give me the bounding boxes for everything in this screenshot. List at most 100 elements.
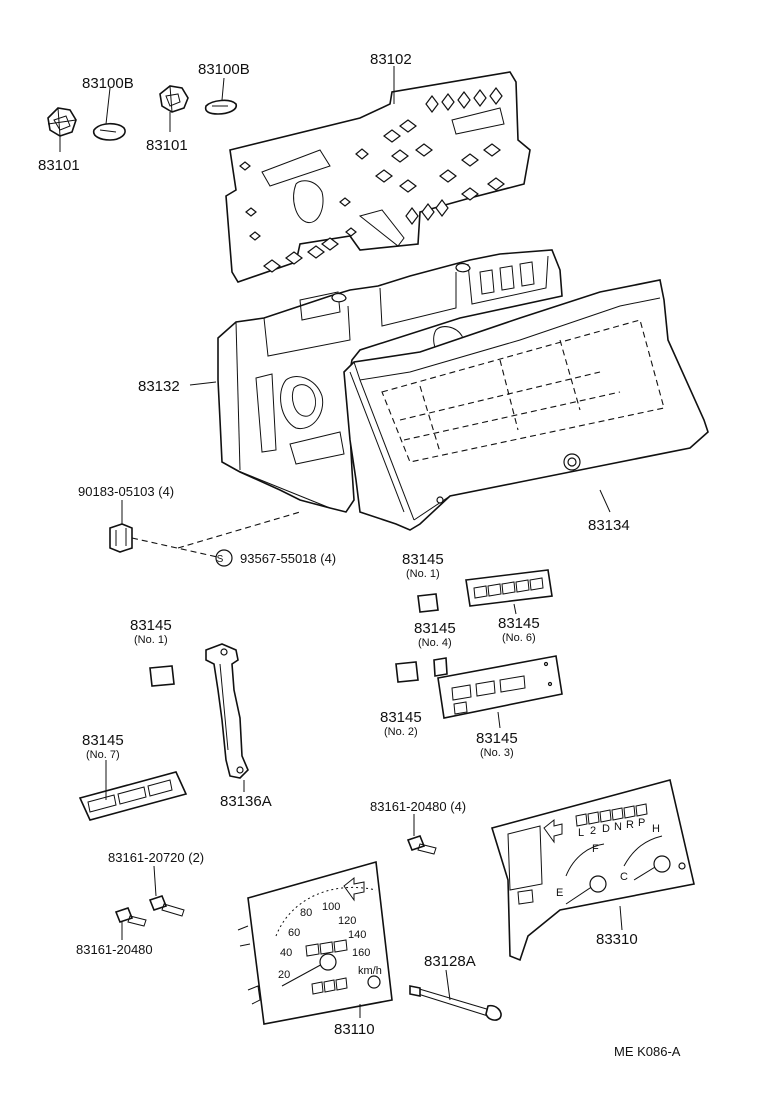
speed-mark-160: 160 [352, 947, 370, 959]
speed-mark-20: 20 [278, 969, 290, 981]
shift-letter-2: 2 [590, 825, 596, 837]
label-83110: 83110 [334, 1021, 375, 1038]
speed-mark-40: 40 [280, 947, 292, 959]
shift-letter-n: N [614, 821, 622, 833]
label-s-symbol: S [217, 554, 224, 565]
meter-hood [343, 279, 709, 531]
label-83102: 83102 [370, 51, 412, 68]
lamp-cover-no7 [78, 771, 188, 821]
fuel-label-e: E [556, 887, 563, 899]
screw-83161-20480-lower [114, 907, 147, 927]
leader-83145-no3 [497, 711, 501, 729]
lamp-cover-no6 [465, 569, 553, 607]
lamp-cover-no1-left [149, 665, 175, 687]
footer-code: ME K086-A [614, 1044, 681, 1059]
label-83100b-left: 83100B [82, 75, 134, 92]
label-83145-no3-sub: (No. 3) [480, 747, 514, 759]
lamp-cover-no3 [437, 655, 563, 719]
leader-83161-20720 [153, 865, 157, 897]
speed-mark-120: 120 [338, 915, 356, 927]
lamp-cover-no4 [433, 657, 448, 677]
printed-circuit-board [225, 71, 531, 283]
label-83145-no4-sub: (No. 4) [418, 637, 452, 649]
bulb-socket-left [47, 107, 77, 137]
shift-letter-l: L [578, 827, 584, 839]
fuel-hub [589, 875, 607, 893]
speedometer-odometer [305, 939, 348, 957]
speed-mark-80: 80 [300, 907, 312, 919]
screw-93567 [215, 549, 233, 567]
leader-83310 [619, 905, 623, 931]
temp-label-h: H [652, 823, 660, 835]
label-83132: 83132 [138, 378, 180, 395]
gauge-arrow-icon [543, 818, 563, 844]
speedometer-trip [311, 977, 348, 995]
lamp-cover-no2 [395, 661, 419, 683]
fuel-temp-gauge: L 2 D N R P E F C H [490, 779, 695, 962]
shift-indicator: L 2 D N R P [575, 803, 648, 839]
screw-83161-20480-upper [406, 835, 437, 855]
speed-unit: km/h [358, 965, 382, 977]
speed-mark-60: 60 [288, 927, 300, 939]
label-83100b-right: 83100B [198, 61, 250, 78]
leader-83100b-right [221, 77, 225, 101]
fuel-label-f: F [592, 843, 599, 855]
dash-clip-screw [131, 537, 223, 559]
label-83145-no2-sub: (No. 2) [384, 726, 418, 738]
label-83161-20480-4: 83161-20480 (4) [370, 799, 466, 814]
fuel-scale [565, 843, 605, 877]
meter-case [217, 249, 563, 513]
label-83310: 83310 [596, 931, 638, 948]
label-83161-20720: 83161-20720 (2) [108, 850, 204, 865]
leader-83145-no6 [513, 603, 517, 615]
label-83145-no1-right-sub: (No. 1) [406, 568, 440, 580]
temp-scale [623, 835, 663, 867]
label-83145-no1-left: 83145 [130, 617, 172, 634]
leader-83134 [599, 489, 611, 513]
shift-letter-p: P [638, 817, 645, 829]
label-83145-no1-left-sub: (No. 1) [134, 634, 168, 646]
bulb-right [204, 99, 238, 115]
label-83136a: 83136A [220, 793, 272, 810]
bulb-left [92, 122, 126, 141]
pcb-slots [239, 87, 505, 273]
label-83128a: 83128A [424, 953, 476, 970]
pin-83128a [409, 985, 502, 1021]
label-83145-no1-right: 83145 [402, 551, 444, 568]
label-83134: 83134 [588, 517, 630, 534]
speedometer-needle [281, 961, 327, 987]
leader-83100b-left [105, 87, 111, 125]
bracket-83136a [205, 643, 249, 779]
screw-83161-20720 [148, 895, 185, 917]
label-83145-no6-sub: (No. 6) [502, 632, 536, 644]
label-83145-no2: 83145 [380, 709, 422, 726]
label-83101-left: 83101 [38, 157, 80, 174]
label-83145-no6: 83145 [498, 615, 540, 632]
speedometer-hub [319, 953, 337, 971]
gauge-window [507, 825, 543, 891]
label-93567: 93567-55018 (4) [240, 551, 336, 566]
label-83145-no4: 83145 [414, 620, 456, 637]
temp-label-c: C [620, 871, 628, 883]
label-90183: 90183-05103 (4) [78, 484, 174, 499]
label-83145-no7: 83145 [82, 732, 124, 749]
indicator-lamp [517, 889, 534, 905]
turn-arrow-icon [343, 876, 365, 902]
label-83145-no3: 83145 [476, 730, 518, 747]
dash-screw-case [177, 511, 301, 549]
speed-mark-140: 140 [348, 929, 366, 941]
leader-83128a [445, 969, 451, 1001]
shift-letter-d: D [602, 823, 610, 835]
label-83101-mid: 83101 [146, 137, 188, 154]
leader-83132 [189, 381, 217, 386]
speed-mark-100: 100 [322, 901, 340, 913]
bulb-socket-mid [159, 85, 189, 113]
label-83161-20480: 83161-20480 [76, 942, 153, 957]
temp-hub [653, 855, 671, 873]
clip-90183 [109, 523, 133, 553]
speedometer: 20 40 60 80 100 120 140 160 km/h [237, 860, 393, 1025]
lamp-cover-no1-right [417, 593, 439, 613]
shift-letter-r: R [626, 819, 634, 831]
label-83145-no7-sub: (No. 7) [86, 749, 120, 761]
